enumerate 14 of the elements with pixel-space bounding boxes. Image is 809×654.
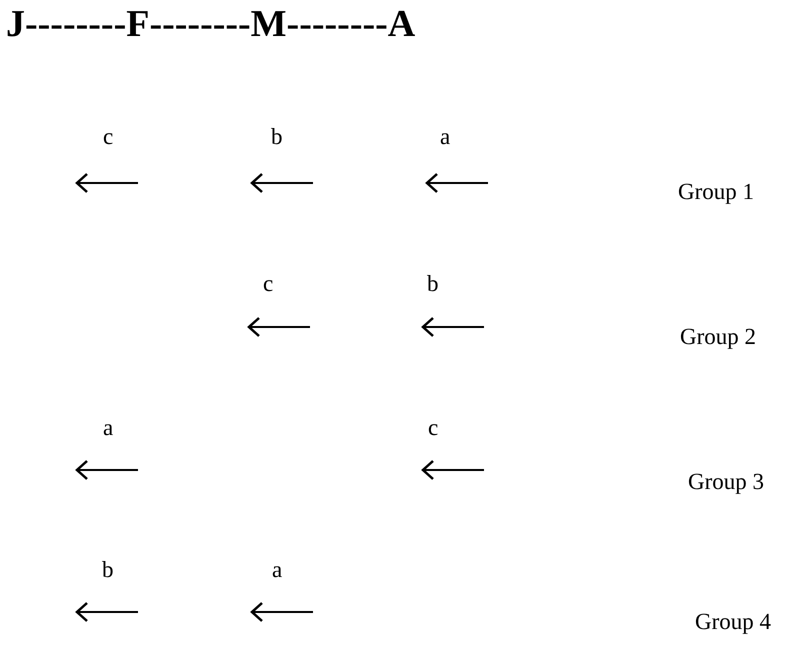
group-label: Group 3: [688, 470, 764, 493]
letter-label: b: [102, 558, 114, 581]
letter-label: c: [103, 125, 114, 148]
letter-label: a: [103, 416, 114, 439]
group-label: Group 4: [695, 610, 772, 633]
group-label: Group 2: [680, 325, 756, 348]
group-label: Group 1: [678, 180, 754, 203]
title: J--------F--------M--------A: [6, 2, 416, 46]
letter-label: c: [263, 272, 274, 295]
letter-label: b: [427, 272, 438, 295]
letter-label: c: [428, 416, 438, 439]
letter-label: a: [440, 125, 450, 148]
letter-label: a: [272, 558, 282, 581]
letter-label: b: [271, 125, 282, 148]
